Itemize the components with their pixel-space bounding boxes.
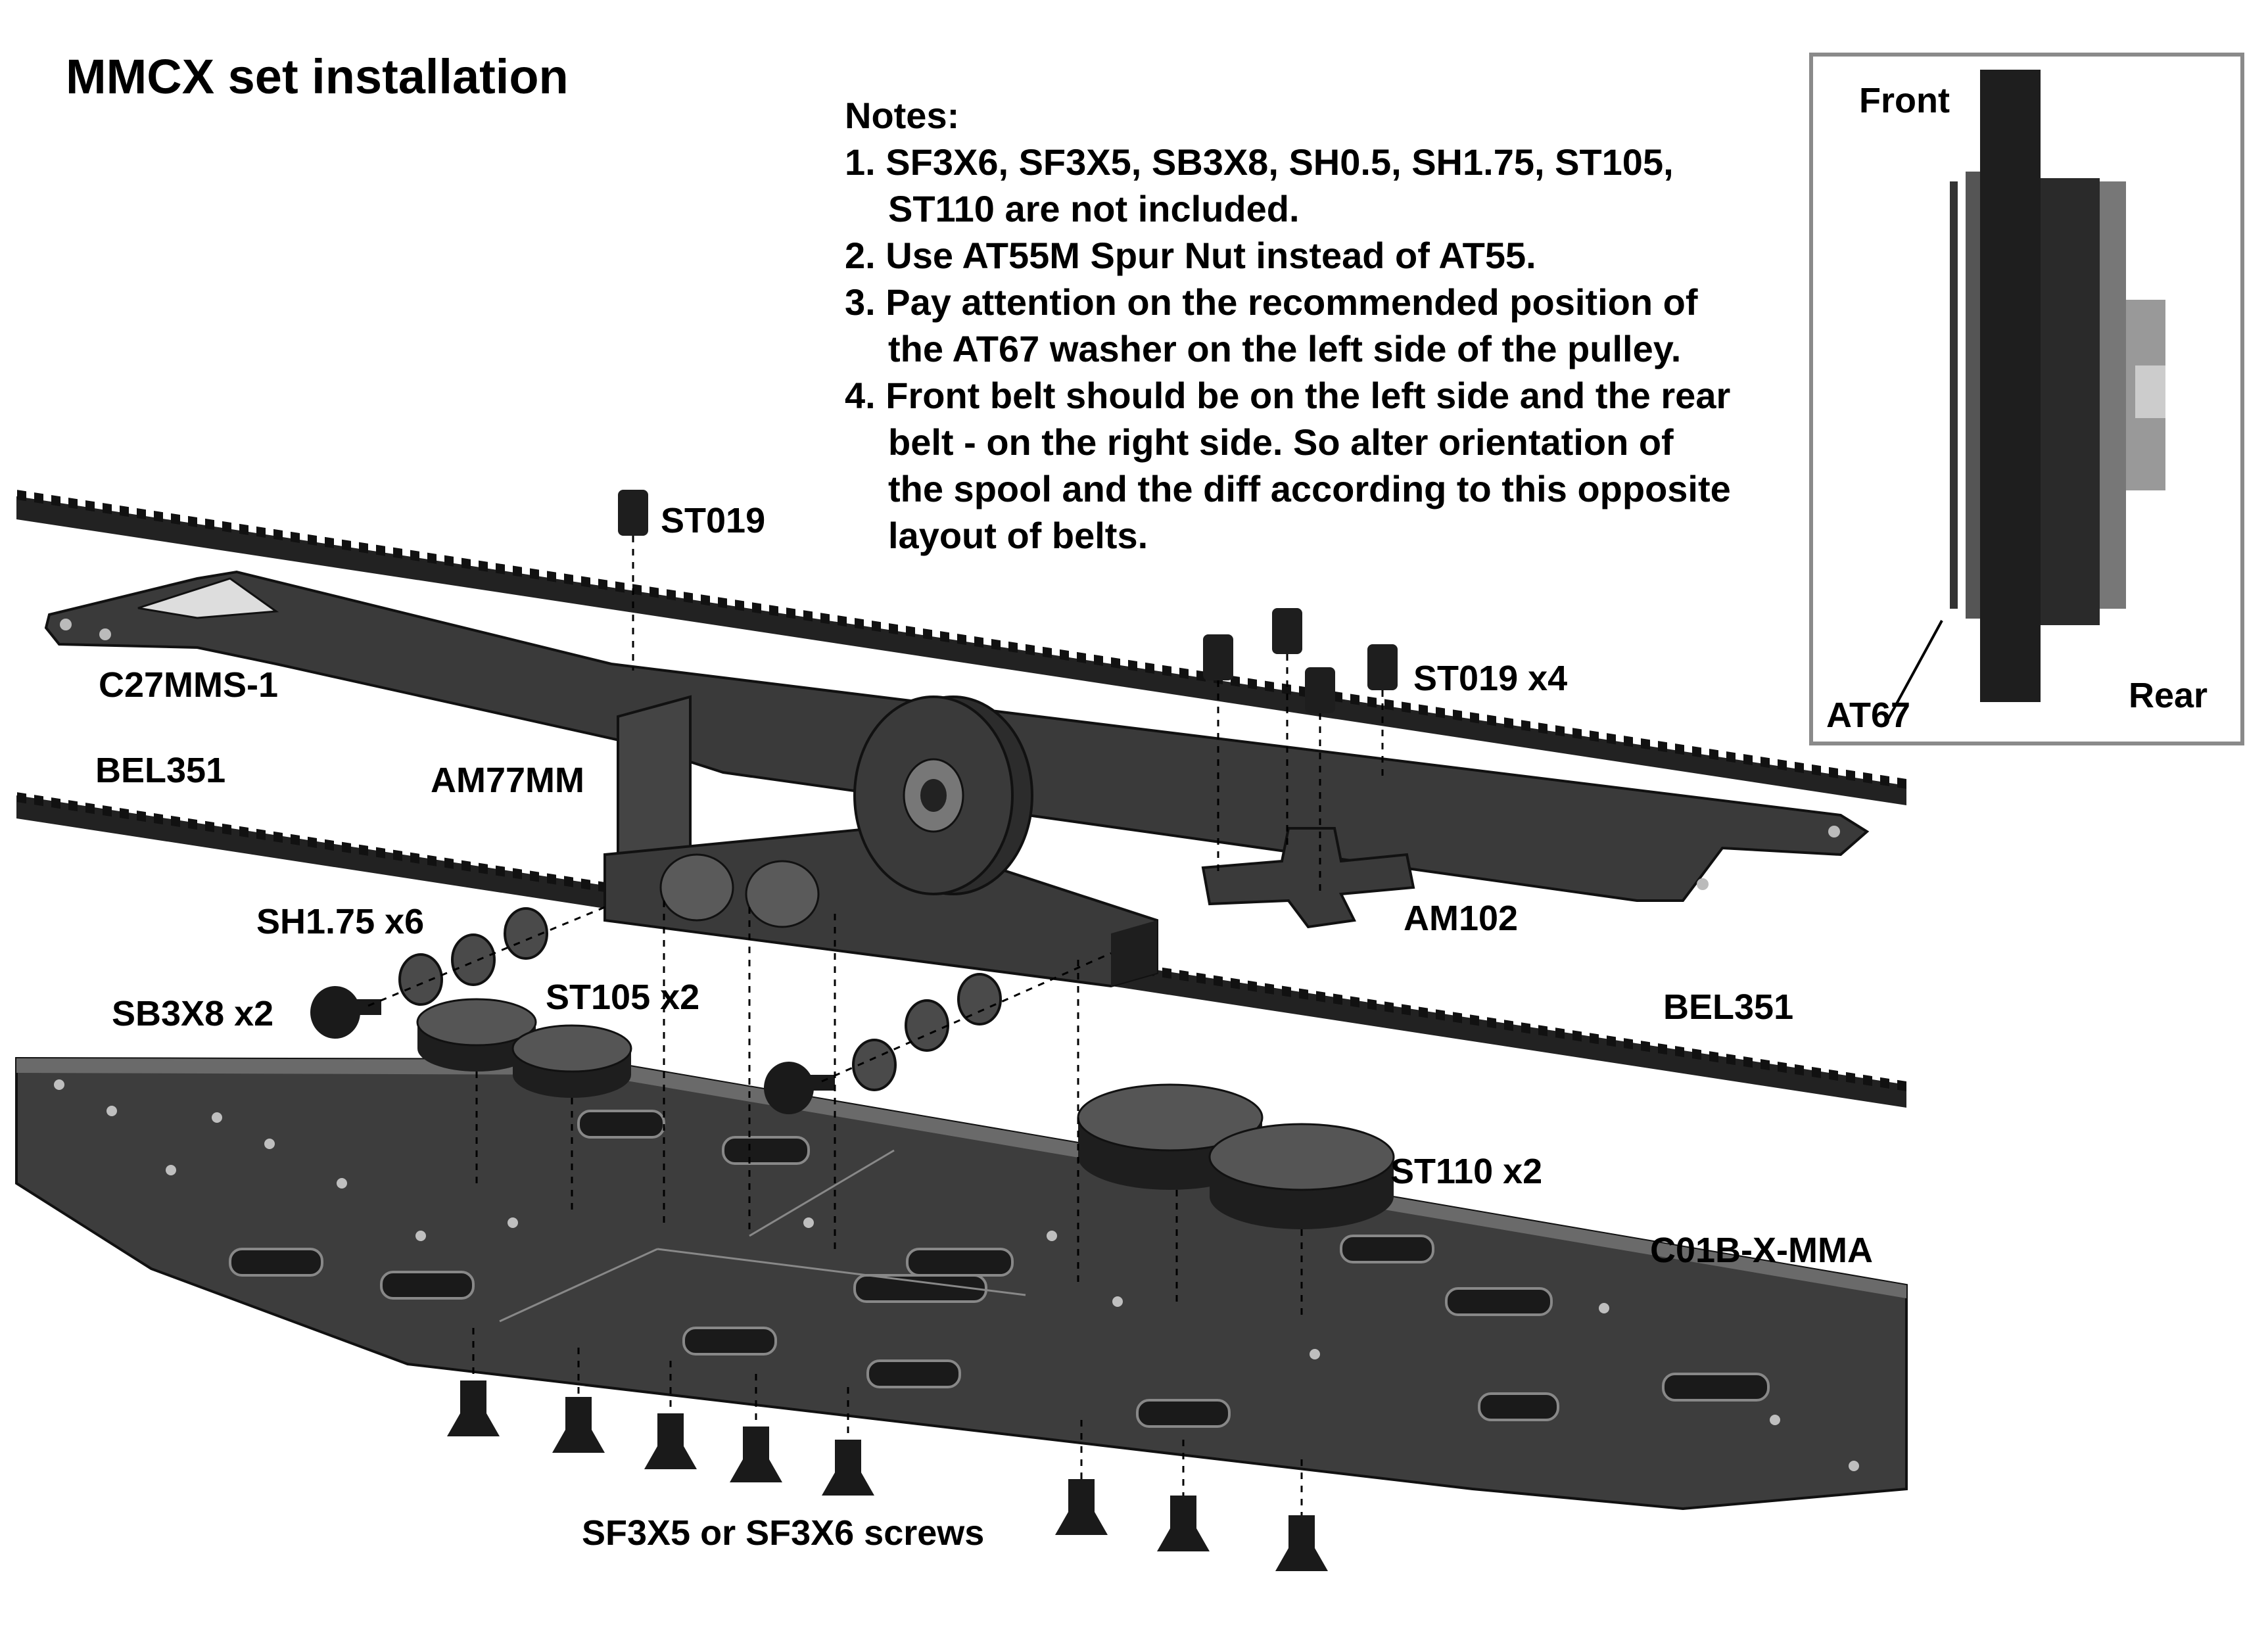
label-c01b: C01B-X-MMA bbox=[1650, 1231, 1874, 1270]
main-chassis-plate bbox=[15, 1056, 1908, 1511]
screws-sf3x5 bbox=[447, 1380, 1328, 1571]
page-title: MMCX set installation bbox=[66, 49, 569, 104]
am102-part bbox=[1201, 827, 1415, 929]
note-line: 3. Pay attention on the recommended posi… bbox=[845, 281, 1698, 323]
label-st105: ST105 x2 bbox=[546, 978, 700, 1017]
inset-drawing bbox=[1885, 70, 2165, 722]
notes-heading: Notes: bbox=[845, 95, 960, 136]
note-line: 1. SF3X6, SF3X5, SB3X8, SH0.5, SH1.75, S… bbox=[845, 141, 1674, 183]
label-st110: ST110 x2 bbox=[1390, 1152, 1543, 1191]
label-sb3x8: SB3X8 x2 bbox=[112, 994, 274, 1033]
detail-inset: Front Rear AT67 bbox=[1809, 53, 2244, 745]
note-line: ST110 are not included. bbox=[888, 188, 1300, 229]
inset-label-rear: Rear bbox=[2129, 676, 2208, 715]
standoffs-st019 bbox=[618, 490, 1398, 713]
label-screws: SF3X5 or SF3X6 screws bbox=[582, 1513, 985, 1553]
label-bel351-left: BEL351 bbox=[95, 751, 226, 790]
bushing-st110 bbox=[1077, 1083, 1395, 1229]
label-am102: AM102 bbox=[1404, 899, 1519, 938]
motor-pulley bbox=[853, 696, 1033, 895]
washers-sh175 bbox=[398, 907, 1002, 1091]
label-sh175: SH1.75 x6 bbox=[256, 902, 425, 941]
label-st019: ST019 bbox=[661, 501, 766, 540]
label-c27mms1: C27MMS-1 bbox=[99, 665, 279, 705]
label-am77mm: AM77MM bbox=[431, 761, 585, 800]
note-line: 4. Front belt should be on the left side… bbox=[845, 375, 1731, 416]
belt-upper bbox=[16, 490, 1906, 805]
label-st019-x4: ST019 x4 bbox=[1413, 659, 1568, 698]
motor-mount bbox=[603, 695, 1158, 988]
note-line: the spool and the diff according to this… bbox=[888, 468, 1731, 509]
label-bel351-right: BEL351 bbox=[1663, 987, 1794, 1027]
inset-label-front: Front bbox=[1859, 81, 1950, 120]
note-line: the AT67 washer on the left side of the … bbox=[888, 328, 1682, 369]
screws-sb3x8 bbox=[310, 986, 835, 1114]
inset-label-at67: AT67 bbox=[1826, 696, 1911, 735]
note-line: layout of belts. bbox=[888, 515, 1148, 556]
notes-block: Notes: 1. SF3X6, SF3X5, SB3X8, SH0.5, SH… bbox=[845, 92, 1731, 559]
bushing-st105 bbox=[416, 998, 632, 1098]
note-line: belt - on the right side. So alter orien… bbox=[888, 421, 1674, 463]
guide-lines bbox=[367, 536, 1384, 1515]
note-line: 2. Use AT55M Spur Nut instead of AT55. bbox=[845, 235, 1536, 276]
